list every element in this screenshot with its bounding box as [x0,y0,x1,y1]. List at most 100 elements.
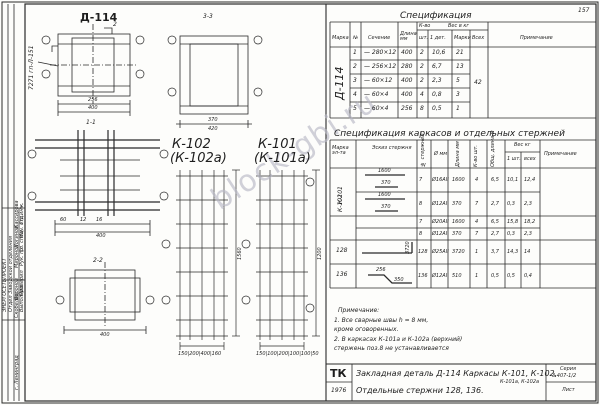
frame-cell: 4 [475,219,479,225]
spec-subheader: шт. [419,35,429,41]
dim-label: 16 [96,217,103,223]
series-label: Серия [560,366,576,372]
dim-label: 400 [96,233,106,239]
section-label-33: 3-3 [203,13,213,20]
stamp-row: Выполнил [19,285,25,312]
sketch-dim: 1600 [378,168,391,174]
spec-cell: 5 [456,77,460,84]
frame-cell: 3720 [452,249,465,255]
frame-cell: Ø16AII [432,177,449,183]
frame-subheader: всех [524,156,536,162]
frame-cell: 10,1 [507,177,519,183]
sheet-number: 157 [578,7,590,14]
stamp-name: Миронов [14,244,20,268]
frame-cell: 128 [418,249,428,255]
spec-header-no: № [353,35,359,41]
spec-cell: — 60×4 [364,105,389,112]
frame-cell: 136 [418,273,428,279]
frame-cell: 1 [475,249,479,255]
frame-header-len: Длина мм [455,141,461,167]
spec-cell: 280 [401,63,413,70]
page-tag: 2 [113,21,117,28]
frame-cell: 2,3 [524,201,532,207]
frame-cell: 370 [452,201,462,207]
frame-cell: 0,5 [507,273,515,279]
frame-cell: 2,7 [491,201,499,207]
frame-mark: 136 [336,271,348,278]
frame-cell: 0,3 [507,231,515,237]
frame-cell: 14,3 [507,249,519,255]
sheet-label: Лист [562,387,575,393]
note-line: кроме оговоренных. [334,326,399,333]
frame-cell: 18,2 [524,219,536,225]
dim-label: 400 [88,105,98,111]
spec-cell: 400 [401,49,413,56]
frame-cell: 1600 [452,177,465,183]
spec-header-mark: Марка [332,35,349,41]
frame-cell: Ø12АI [432,201,448,207]
sketch-dim: 1600 [378,192,391,198]
spec-cell: 8 [420,105,424,112]
spec-cell: 4 [420,91,424,98]
frame-header-weight: Вес кг [514,142,531,148]
title-year: 1976 [331,387,347,394]
dim-label: 60 [60,217,67,223]
section-label-22: 2-2 [93,257,103,264]
frame-cell: 0,3 [507,201,515,207]
frame-cell: 0,4 [524,273,532,279]
frame-cell: 7 [475,231,479,237]
frame-header-note: Примечание [544,151,577,157]
spec-total: 42 [474,79,482,86]
frame-label-k101a: (К-101а) [254,151,311,166]
dim-label: 370 [208,117,218,123]
frame-cell: 510 [452,273,462,279]
frame-subheader: 1 шт. [507,156,521,162]
frame-cell: Ø25AII [432,249,449,255]
title-line1: Закладная деталь Д-114 Каркасы К-101, К-… [356,369,558,378]
spec-header-length: Длина мм [400,31,417,42]
frame-cell: 14 [524,249,531,255]
note-line: 1. Все сварные швы h = 8 мм, [334,317,429,324]
spec-cell: 21 [456,49,464,56]
spec-cell: 3 [456,91,460,98]
stamp-row: Рук. гр. [19,246,25,266]
dim-chain: 150|200|400|160 [178,351,222,357]
frame-mark: 128 [336,247,348,254]
spec-cell: — 60×4 [364,91,389,98]
spec-cell: 2 [420,77,424,84]
spec-cell: 1 [353,49,357,56]
spec-subheader: Всех [472,35,485,41]
frame-cell: Ø12АI [432,273,448,279]
frame-cell: Ø12АI [432,231,448,237]
dim-label: 1200 [317,247,323,260]
section-label-11: 1-1 [86,119,96,126]
notes-heading: Примечание: [338,307,380,314]
sketch-dim: 256 [376,267,386,273]
frame-header-no: № стержней [420,133,426,167]
frame-cell: 370 [452,231,462,237]
dim-label: 12 [80,217,87,223]
frame-label-k102: К-102 [172,137,211,152]
frame-cell: 15,8 [507,219,519,225]
frame-header-sketch: Эскиз стержня [372,145,412,151]
spec-cell: 2,3 [432,77,442,84]
sketch-dim: 370 [381,180,391,186]
frame-cell: 8 [419,201,423,207]
spec-cell: 3 [353,77,357,84]
spec-cell: 13 [456,63,464,70]
title-line1-tail: К-101а, К-102а [500,379,540,385]
dim-chain: 150|100|200|100|100|50 [256,351,319,357]
series-code: 7271 гп-Л-151 [28,45,35,90]
sketch-dim: 370 [381,204,391,210]
spec-cell: 2 [420,63,424,70]
frame-cell: 3,7 [491,249,499,255]
frame-cell: 7 [419,219,423,225]
spec-subheader: 1 дет. [430,35,446,41]
spec-cell: 1 [456,105,460,112]
frame-cell: 2,3 [524,231,532,237]
title-line2: Отдельные стержни 128, 136. [356,386,484,395]
frame-label-k101: К-101 [258,137,297,152]
frame-cell: 7 [475,201,479,207]
